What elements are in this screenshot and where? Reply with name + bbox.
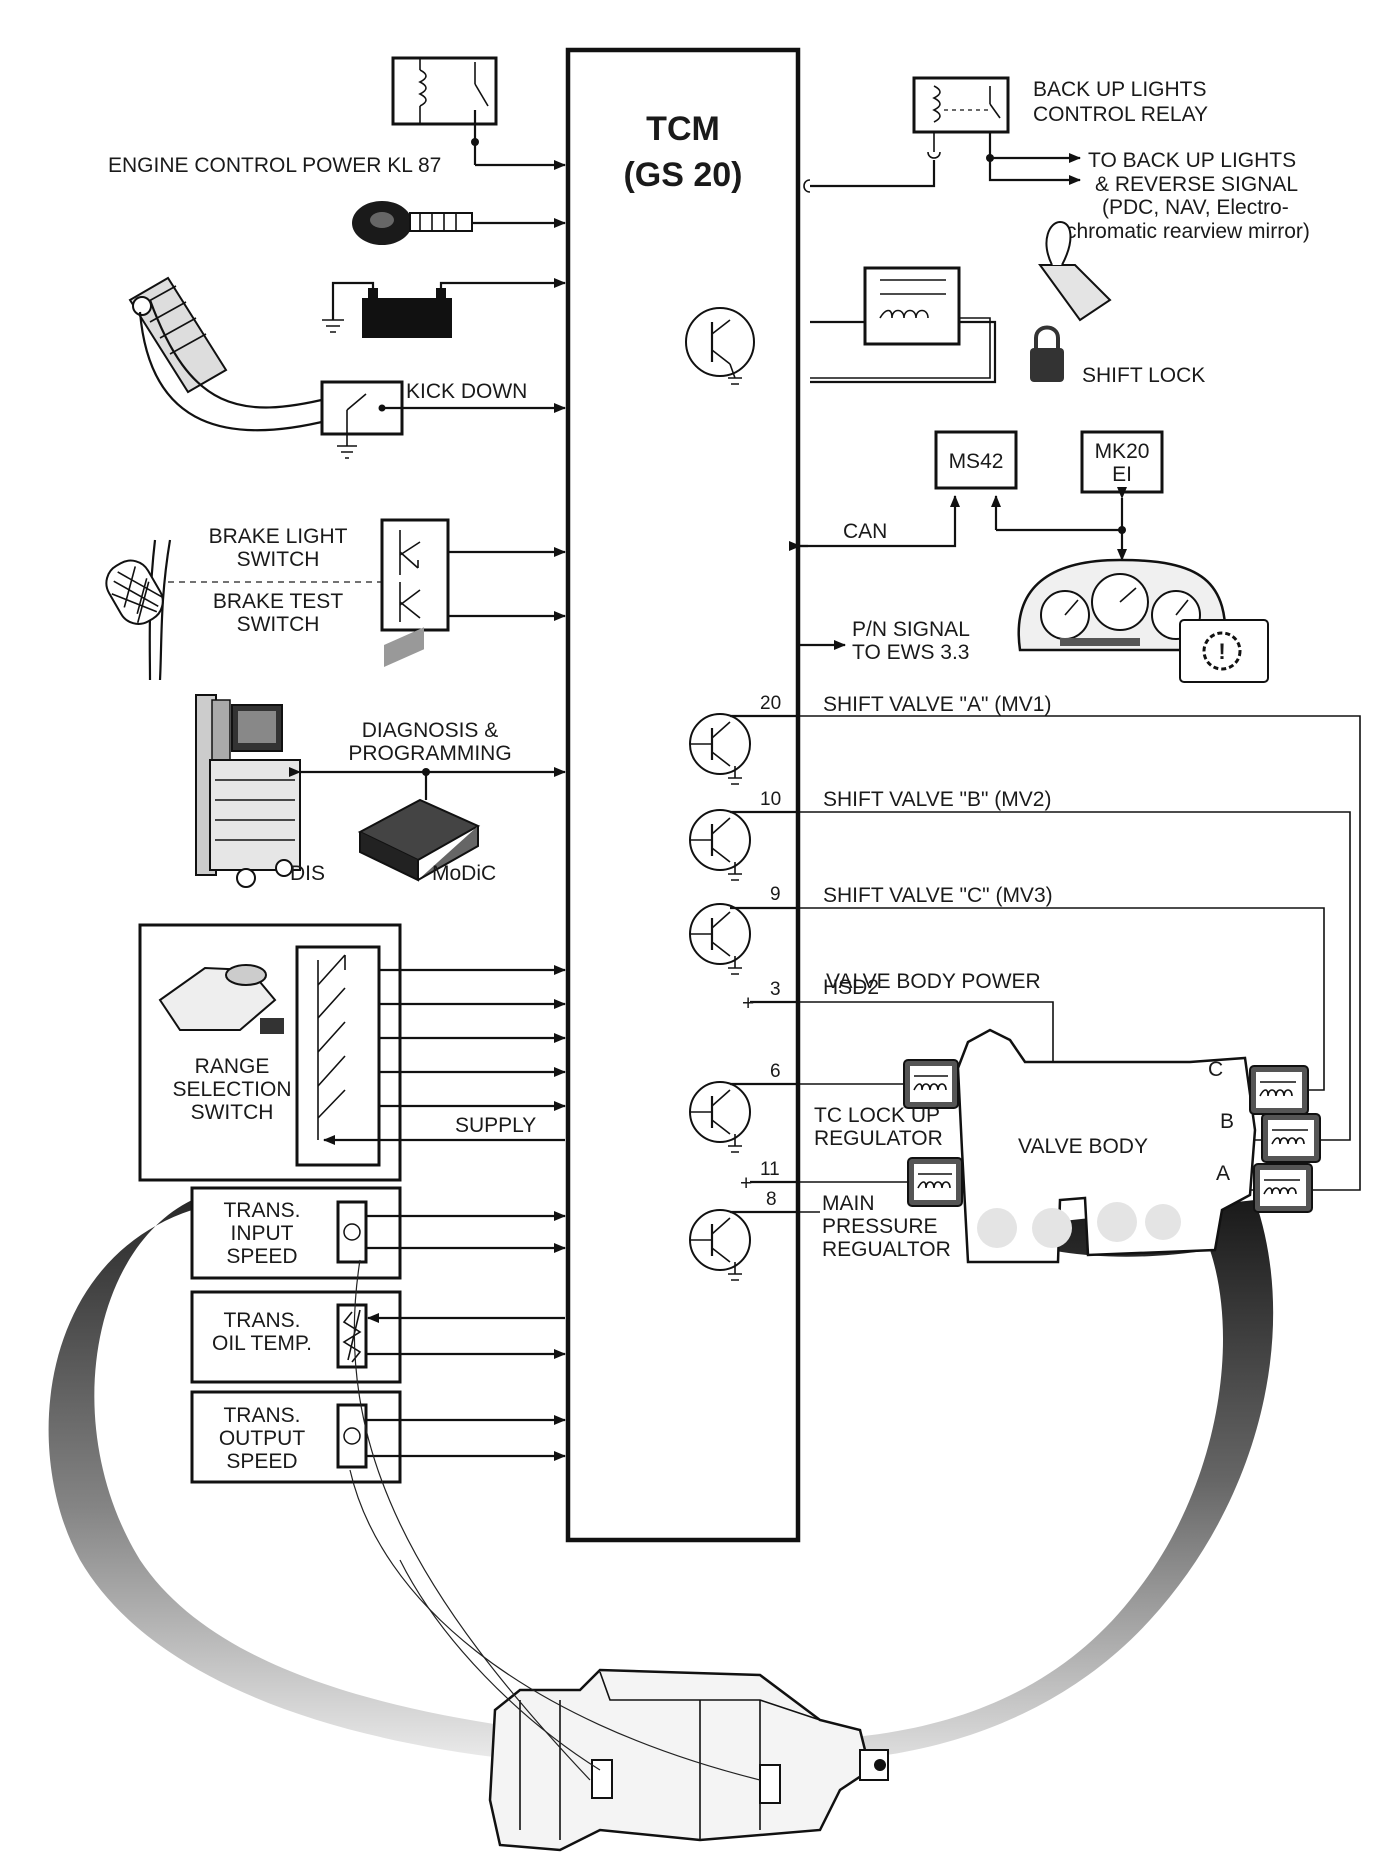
plus-label-3: + xyxy=(742,992,754,1015)
ignition-key-icon xyxy=(352,201,566,245)
plus-label-11: + xyxy=(740,1172,752,1195)
solenoid-main-pressure xyxy=(907,1157,963,1207)
engine-power-label: ENGINE CONTROL POWER KL 87 xyxy=(108,154,441,177)
ms42-label: MS42 xyxy=(949,450,1004,473)
shift-valve-b-label: SHIFT VALVE "B" (MV2) xyxy=(823,788,1051,811)
pin-3: 3 xyxy=(770,979,781,1000)
main-pressure-label-1: MAIN xyxy=(822,1192,875,1215)
output-speed-label-1: TRANS. xyxy=(223,1404,300,1427)
solenoid-b xyxy=(1261,1113,1321,1163)
hsd2-label: HSD2 xyxy=(823,976,879,999)
backup-relay-label-2: CONTROL RELAY xyxy=(1033,103,1208,126)
dis-tester-icon: DIS xyxy=(195,694,566,888)
mk20-label-2: EI xyxy=(1112,463,1132,486)
input-speed-label-3: SPEED xyxy=(226,1245,297,1268)
modic-label: MoDiC xyxy=(432,862,496,885)
tcm-subtitle: (GS 20) xyxy=(623,156,742,194)
solenoids xyxy=(903,1059,1321,1213)
input-speed-label-2: INPUT xyxy=(231,1222,294,1245)
brake-light-label-1: BRAKE LIGHT xyxy=(209,525,348,548)
pin-9: 9 xyxy=(770,884,781,905)
range-selection-switch: RANGE SELECTION SWITCH SUPPLY xyxy=(138,923,566,1182)
backup-relay-label-1: BACK UP LIGHTS xyxy=(1033,78,1207,101)
brake-test-label-1: BRAKE TEST xyxy=(213,590,343,613)
valve-body: VALVE BODY C B A xyxy=(956,1028,1257,1264)
supply-label: SUPPLY xyxy=(455,1114,536,1137)
pin-11: 11 xyxy=(760,1159,780,1180)
solenoid-b-label: B xyxy=(1220,1110,1234,1133)
accelerator-pedal-icon xyxy=(128,276,331,432)
can-network: MS42 MK20 EI CAN xyxy=(789,430,1164,561)
main-pressure-label-2: PRESSURE xyxy=(822,1215,938,1238)
transmission-illustration xyxy=(349,1259,889,1852)
modic-icon: MoDiC DIAGNOSIS & PROGRAMMING xyxy=(348,627,512,885)
diagnosis-label-2: PROGRAMMING xyxy=(348,742,511,765)
main-pressure-label-3: REGUALTOR xyxy=(822,1238,951,1261)
pn-signal-label-1: P/N SIGNAL xyxy=(852,618,970,641)
transistor-main-pressure xyxy=(689,1209,800,1281)
pn-signal: P/N SIGNAL TO EWS 3.3 xyxy=(800,618,970,664)
kick-down-switch: KICK DOWN xyxy=(320,380,566,459)
tc-lockup-label-2: REGULATOR xyxy=(814,1127,943,1150)
solenoid-c xyxy=(1249,1065,1309,1115)
oil-temp-label-1: TRANS. xyxy=(223,1309,300,1332)
solenoid-a-label: A xyxy=(1216,1162,1230,1185)
pin-numbers: 20 10 9 3 6 11 8 xyxy=(760,693,781,1210)
backup-lights-relay: BACK UP LIGHTS CONTROL RELAY TO BACK UP … xyxy=(803,76,1310,243)
shift-lock-label: SHIFT LOCK xyxy=(1082,364,1205,387)
transistor-mv2 xyxy=(689,809,800,881)
pin-6: 6 xyxy=(770,1061,781,1082)
pin-20: 20 xyxy=(760,693,781,714)
range-label-3: SWITCH xyxy=(191,1101,274,1124)
valve-body-power-label: VALVE BODY POWER xyxy=(826,970,1041,993)
output-drivers: + + xyxy=(689,713,800,1281)
valve-body-label: VALVE BODY xyxy=(1018,1135,1148,1158)
range-label-1: RANGE xyxy=(195,1055,270,1078)
input-speed-label-1: TRANS. xyxy=(223,1199,300,1222)
brake-test-label-2: SWITCH xyxy=(237,613,320,636)
backup-to-label-2: & REVERSE SIGNAL xyxy=(1095,173,1298,196)
oil-temp-sensor: TRANS. OIL TEMP. xyxy=(190,1290,566,1384)
backup-to-label-3: (PDC, NAV, Electro- xyxy=(1102,196,1289,219)
output-speed-sensor: TRANS. OUTPUT SPEED xyxy=(190,1390,566,1484)
warning-icon: ! xyxy=(1218,639,1225,664)
output-speed-label-3: SPEED xyxy=(226,1450,297,1473)
solenoid-tc-lockup xyxy=(903,1059,959,1109)
tc-lockup-label-1: TC LOCK UP xyxy=(814,1104,940,1127)
range-label-2: SELECTION xyxy=(172,1078,291,1101)
pin-10: 10 xyxy=(760,789,781,810)
diagnosis-label-1: DIAGNOSIS & xyxy=(362,719,499,742)
solenoid-a xyxy=(1253,1163,1313,1213)
shift-lock: SHIFT LOCK xyxy=(685,220,1205,387)
mk20-label-1: MK20 xyxy=(1095,440,1150,463)
engine-control-relay: ENGINE CONTROL POWER KL 87 xyxy=(108,56,566,177)
backup-to-label-1: TO BACK UP LIGHTS xyxy=(1088,149,1296,172)
transistor-mv3 xyxy=(689,903,800,975)
shift-valve-c-label: SHIFT VALVE "C" (MV3) xyxy=(823,884,1053,907)
pn-signal-label-2: TO EWS 3.3 xyxy=(852,641,969,664)
instrument-cluster-icon: ! xyxy=(1017,558,1269,683)
transistor-tc-lockup xyxy=(689,1081,800,1153)
tcm-title: TCM xyxy=(646,110,720,148)
tcm-module: TCM (GS 20) xyxy=(565,47,801,1543)
output-labels: SHIFT VALVE "A" (MV1) SHIFT VALVE "B" (M… xyxy=(814,693,1053,1261)
output-speed-label-2: OUTPUT xyxy=(219,1427,306,1450)
brake-pedal-icon xyxy=(105,539,382,681)
can-label: CAN xyxy=(843,520,887,543)
pin-8: 8 xyxy=(766,1189,777,1210)
brake-light-label-2: SWITCH xyxy=(237,548,320,571)
shift-valve-a-label: SHIFT VALVE "A" (MV1) xyxy=(823,693,1051,716)
harness-funnel-graphic xyxy=(48,1200,1274,1762)
solenoid-c-label: C xyxy=(1208,1058,1223,1081)
oil-temp-label-2: OIL TEMP. xyxy=(212,1332,312,1355)
dis-label: DIS xyxy=(290,862,325,885)
input-speed-sensor: TRANS. INPUT SPEED xyxy=(190,1186,566,1280)
transistor-mv1 xyxy=(689,713,800,785)
kick-down-label: KICK DOWN xyxy=(406,380,527,403)
battery-icon xyxy=(322,278,566,338)
brake-switches: BRAKE LIGHT SWITCH BRAKE TEST SWITCH xyxy=(209,518,566,636)
backup-to-label-4: chromatic rearview mirror) xyxy=(1066,220,1310,243)
